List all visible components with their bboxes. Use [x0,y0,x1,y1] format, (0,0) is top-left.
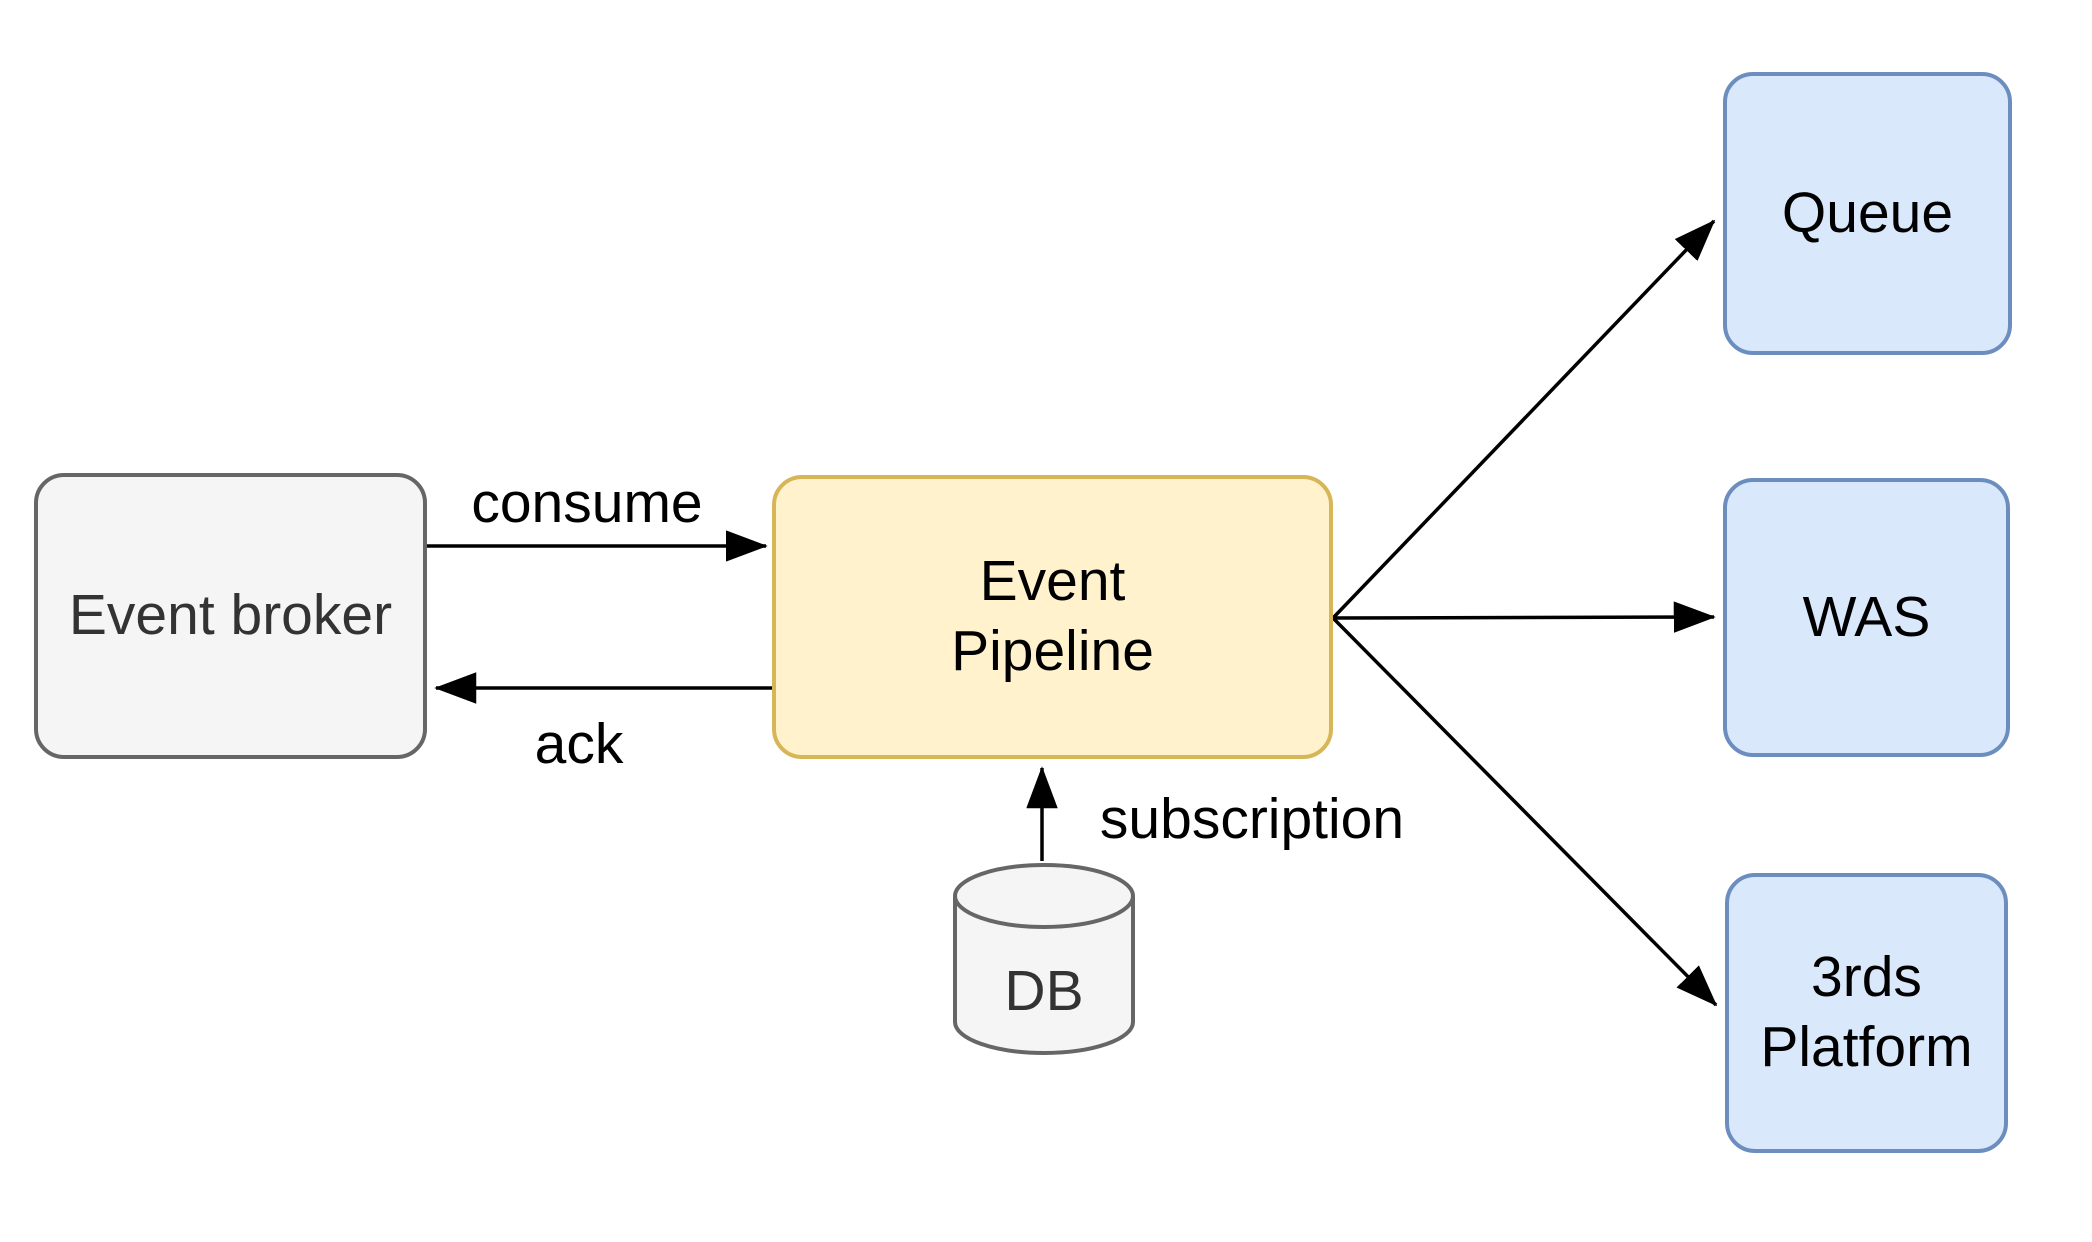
node-event-pipeline: Event Pipeline [772,475,1333,759]
edge-label-consume: consume [471,471,703,535]
node-event-pipeline-label: Event Pipeline [951,547,1154,686]
node-event-pipeline-label-line1: Event [979,549,1126,614]
db-cylinder-rim [953,895,1135,929]
edge-label-ack: ack [534,712,624,776]
node-was-label: WAS [1802,584,1931,649]
node-thirds-platform-label-line1: 3rds [1811,945,1922,1010]
db-cylinder-shape [953,863,1135,1055]
node-thirds-platform-label-line2: Platform [1760,1015,1973,1079]
node-was: WAS [1723,478,2010,757]
edge-to-was-arrow [1332,601,1716,633]
node-event-pipeline-label-line2: Pipeline [951,619,1154,683]
node-event-broker-label: Event broker [68,583,393,648]
node-queue: Queue [1723,72,2012,355]
edge-to-queue-arrow [1331,219,1716,620]
node-thirds-platform: 3rds Platform [1725,873,2008,1153]
node-db-label: DB [1004,959,1084,1023]
node-queue-label: Queue [1781,180,1954,245]
node-thirds-platform-label: 3rds Platform [1760,943,1972,1082]
edge-to-thirds-platform-arrow [1331,616,1718,1007]
node-event-broker: Event broker [34,473,427,759]
edge-label-subscription: subscription [1099,787,1405,851]
db-cylinder-body [953,863,1135,1055]
